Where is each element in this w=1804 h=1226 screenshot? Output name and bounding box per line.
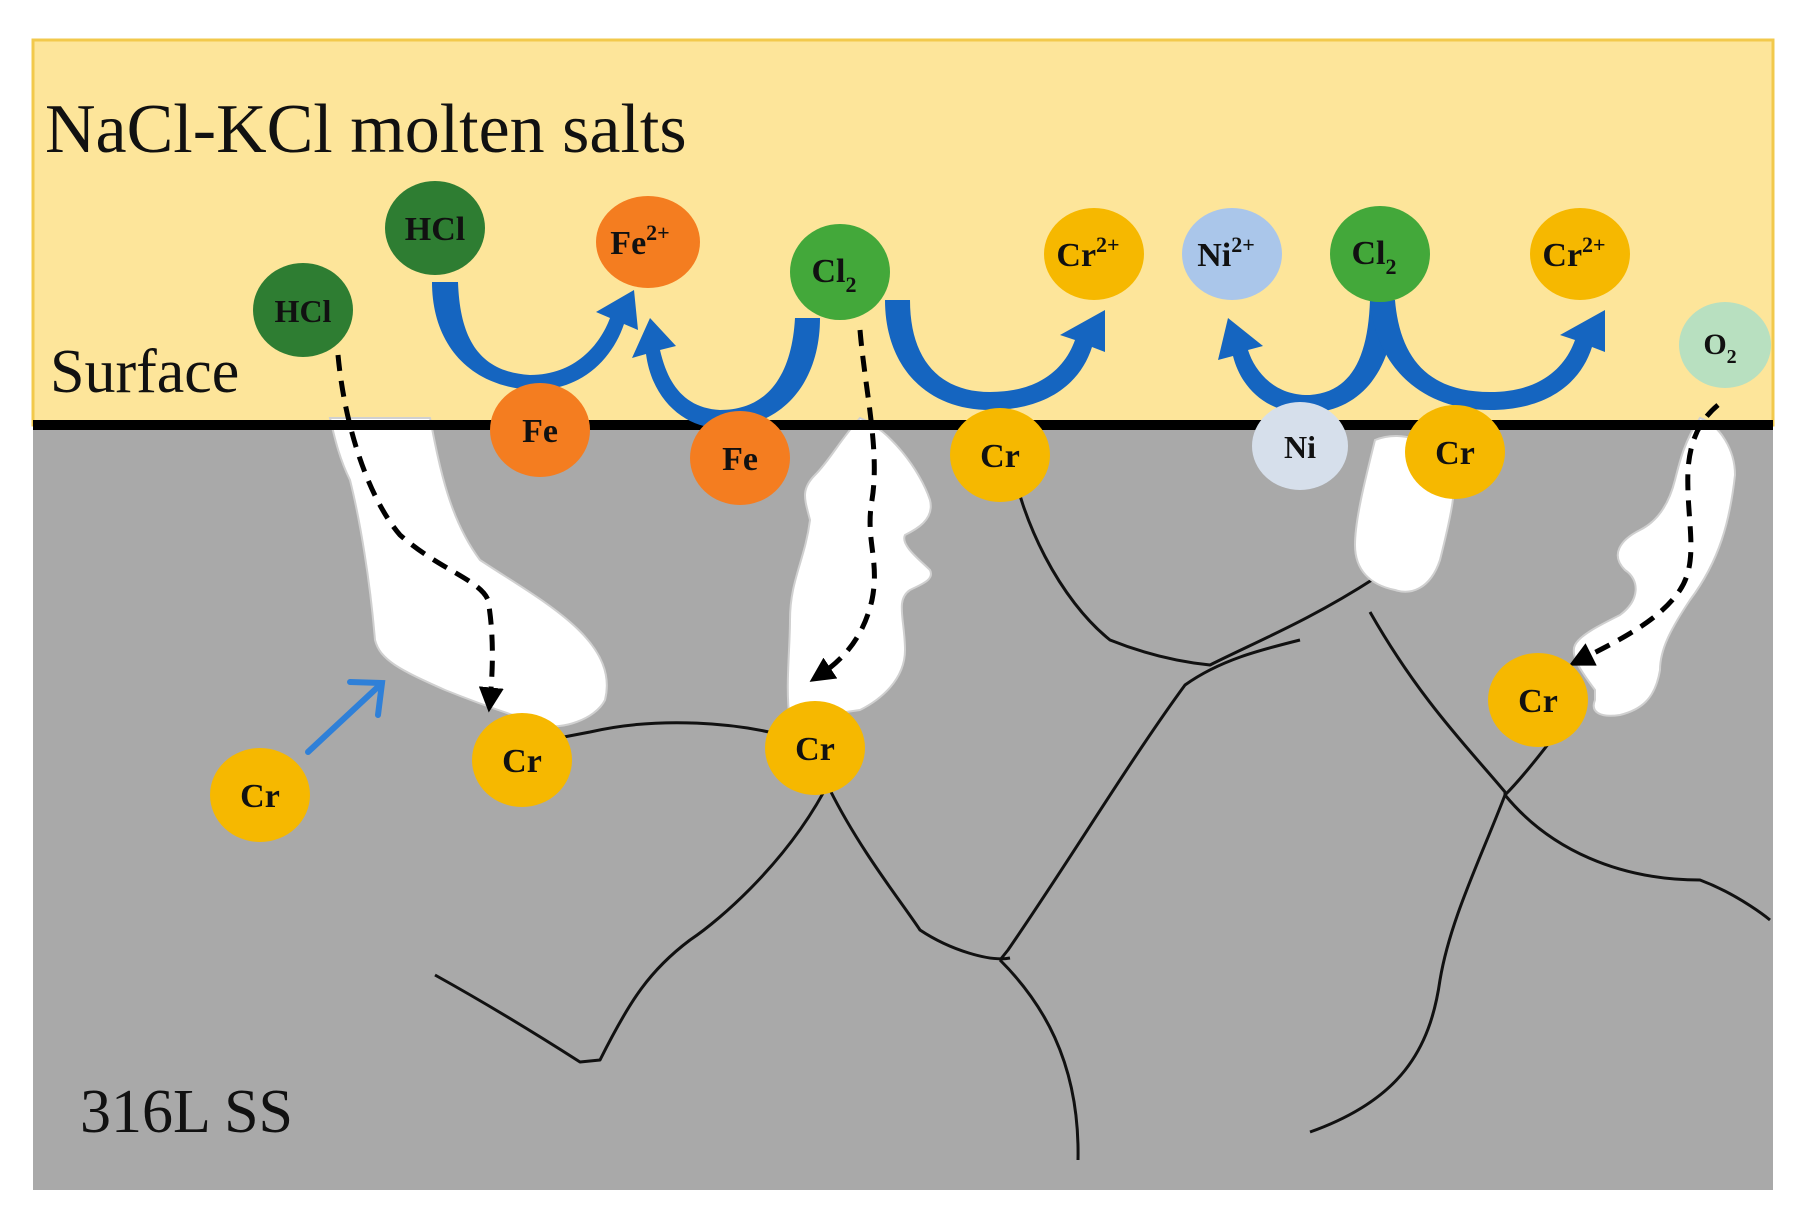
fe-ion: Fe2+ [596,196,700,288]
reaction-arrow-hcl-fe [432,282,638,391]
cr-atom-void-1: Cr [472,713,572,807]
reaction-arrow-cl2-fe [632,318,820,428]
svg-text:O2: O2 [1703,328,1736,368]
reaction-arrow-cl2-ni [1218,300,1395,414]
steel-label: 316L SS [80,1078,293,1146]
ni-atom: Ni [1252,402,1348,490]
fe-atom-right: Fe [690,411,790,505]
molten-salt-label: NaCl-KCl molten salts [45,91,687,168]
reaction-arrow-cl2-cr-right [1370,300,1605,410]
svg-text:Cr: Cr [240,778,280,815]
svg-text:Cr2+: Cr2+ [1056,232,1119,274]
svg-text:Cr: Cr [980,438,1020,475]
svg-text:Cr: Cr [1435,435,1475,472]
cr-atom-void-3: Cr [1488,653,1588,747]
svg-text:Cl2: Cl2 [1352,235,1397,279]
cr-ion-right: Cr2+ [1530,208,1630,300]
surface-label: Surface [50,338,239,406]
svg-text:Ni: Ni [1284,429,1316,465]
svg-text:Cr: Cr [795,731,835,768]
cr-ion-left: Cr2+ [1044,208,1144,300]
svg-text:Cr: Cr [502,743,542,780]
hcl-molecule-left: HCl [253,263,353,357]
fe-atom-left: Fe [490,383,590,477]
ni-ion: Ni2+ [1182,208,1282,300]
diffusion-paths [335,329,1720,713]
svg-text:Fe: Fe [522,413,558,450]
svg-text:Cr: Cr [1518,683,1558,720]
cr-atom-surface-left: Cr [950,408,1050,502]
grain-boundaries [434,451,1771,1161]
svg-text:Cl2: Cl2 [812,253,857,297]
cr-atom-bulk-diffusing: Cr [210,748,310,842]
svg-text:HCl: HCl [275,293,332,329]
cr-atom-void-2: Cr [765,701,865,795]
cl2-molecule-right: Cl2 [1330,206,1430,302]
svg-text:HCl: HCl [405,211,465,248]
reaction-arrows [432,282,1605,428]
svg-text:Ni2+: Ni2+ [1197,232,1255,274]
svg-text:Cr2+: Cr2+ [1542,232,1605,274]
cr-outward-diffusion-arrow [305,679,386,755]
svg-text:Fe: Fe [722,441,758,478]
hcl-molecule-top: HCl [385,181,485,275]
o2-molecule: O2 [1679,302,1771,388]
cr-atom-surface-right: Cr [1405,405,1505,499]
svg-text:Fe2+: Fe2+ [610,220,669,262]
reaction-arrow-cl2-cr [885,300,1105,410]
cl2-molecule-left: Cl2 [790,224,890,320]
